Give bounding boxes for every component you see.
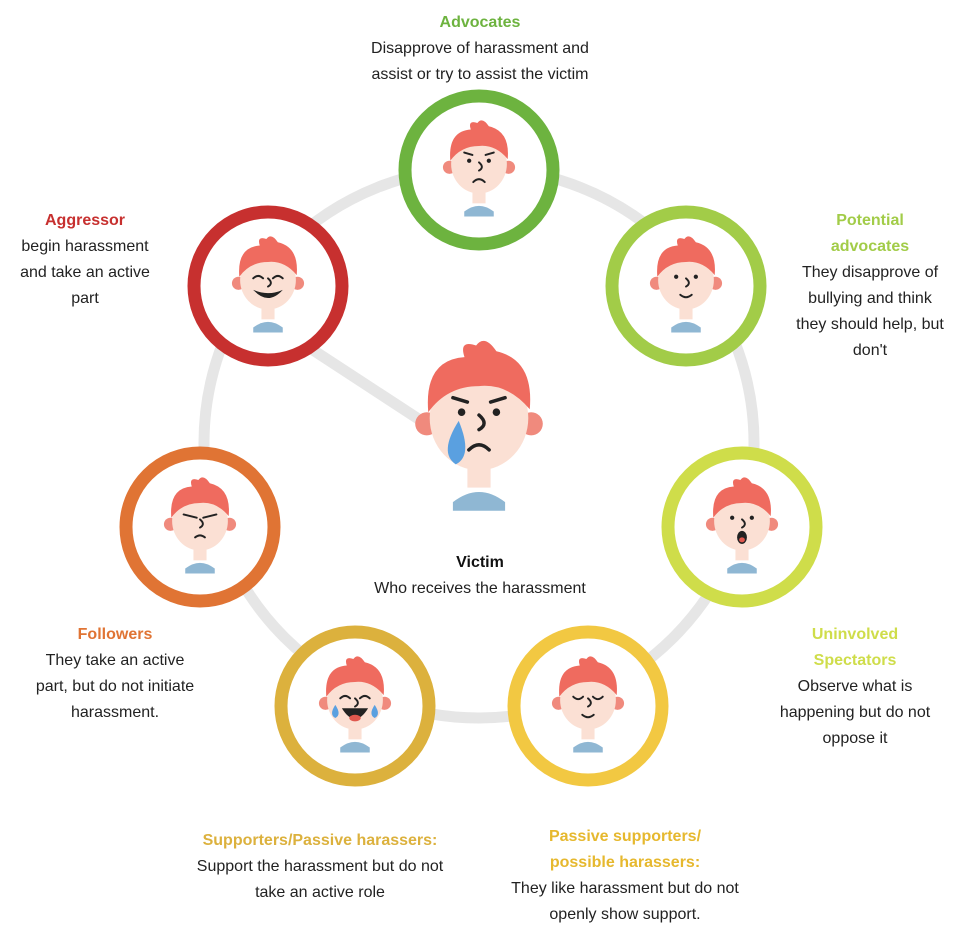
- node-passive-supporters: [507, 625, 669, 787]
- node-advocates: [398, 89, 560, 251]
- followers-desc-line-3: harassment.: [70, 704, 160, 721]
- potential-advocates-title-line-1: Potential: [836, 212, 904, 229]
- label-aggressor: Aggressor begin harassment and take an a…: [0, 208, 170, 312]
- advocates-desc-line-1: Disapprove of harassment and: [371, 40, 589, 57]
- label-victim: Victim Who receives the harassment: [330, 550, 630, 602]
- supporters-face-icon: [318, 656, 392, 753]
- victim-desc: Who receives the harassment: [374, 580, 586, 597]
- uninvolved-title-line-1: Uninvolved: [811, 626, 899, 643]
- passive-supporters-desc-line-1: They like harassment but do not: [511, 880, 739, 897]
- advocates-face-icon: [442, 120, 516, 217]
- victim-title: Victim: [456, 554, 504, 571]
- followers-desc-line-1: They take an active: [45, 652, 185, 669]
- label-followers: Followers They take an active part, but …: [10, 622, 220, 726]
- node-potential: [605, 205, 767, 367]
- potential-advocates-desc-line-2: bullying and think: [808, 290, 932, 307]
- uninvolved-desc-line-2: happening but do not: [779, 704, 931, 721]
- label-passive-supporters: Passive supporters/ possible harassers: …: [480, 824, 770, 928]
- node-aggressor: [187, 205, 349, 367]
- advocates-title: Advocates: [439, 14, 521, 31]
- victim-face-icon: [415, 340, 543, 511]
- label-uninvolved-spectators: Uninvolved Spectators Observe what is ha…: [760, 622, 950, 752]
- label-potential-advocates: Potential advocates They disapprove of b…: [770, 208, 957, 364]
- aggressor-face-icon: [231, 236, 305, 333]
- potential-advocates-desc-line-4: don't: [852, 342, 888, 359]
- uninvolved-face-icon: [705, 477, 779, 574]
- node-supporters: [274, 625, 436, 787]
- aggressor-desc-line-3: part: [71, 290, 99, 307]
- passive-supporters-face-icon: [551, 656, 625, 753]
- supporters-title: Supporters/Passive harassers:: [202, 832, 438, 849]
- node-followers: [119, 446, 281, 608]
- passive-supporters-desc-line-2: openly show support.: [549, 906, 701, 923]
- node-uninvolved: [661, 446, 823, 608]
- potential-advocates-desc-line-1: They disapprove of: [801, 264, 939, 281]
- supporters-desc-line-2: take an active role: [255, 884, 385, 901]
- uninvolved-desc-line-3: oppose it: [822, 730, 888, 747]
- label-supporters: Supporters/Passive harassers: Support th…: [165, 828, 475, 906]
- label-advocates: Advocates Disapprove of harassment and a…: [330, 10, 630, 88]
- followers-desc-line-2: part, but do not initiate: [35, 678, 195, 695]
- followers-face-icon: [163, 477, 237, 574]
- potential-advocates-title-line-2: advocates: [830, 238, 910, 255]
- passive-supporters-title-line-2: possible harassers:: [549, 854, 701, 871]
- advocates-desc-line-2: assist or try to assist the victim: [371, 66, 589, 83]
- potential-advocates-desc-line-3: they should help, but: [796, 316, 944, 333]
- aggressor-title: Aggressor: [44, 212, 126, 229]
- passive-supporters-title-line-1: Passive supporters/: [548, 828, 702, 845]
- aggressor-desc-line-2: and take an active: [20, 264, 150, 281]
- potential-face-icon: [649, 236, 723, 333]
- uninvolved-title-line-2: Spectators: [813, 652, 897, 669]
- aggressor-desc-line-1: begin harassment: [21, 238, 149, 255]
- followers-title: Followers: [77, 626, 153, 643]
- supporters-desc-line-1: Support the harassment but do not: [196, 858, 444, 875]
- uninvolved-desc-line-1: Observe what is: [797, 678, 913, 695]
